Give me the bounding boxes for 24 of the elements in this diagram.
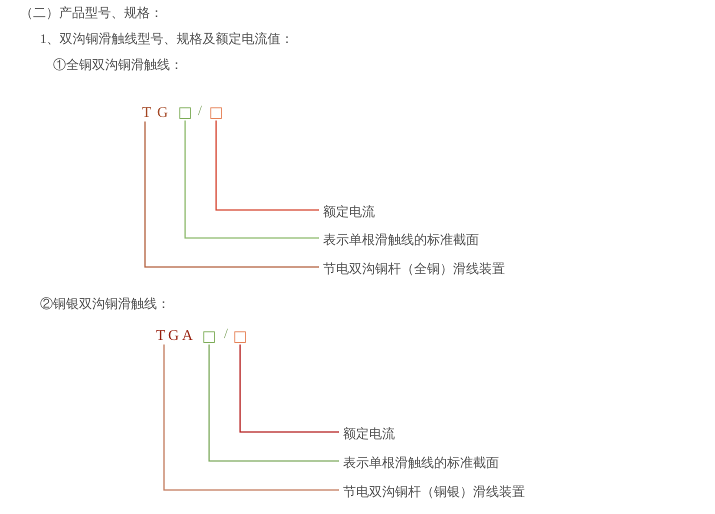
description-label: 表示单根滑触线的标准截面: [323, 232, 479, 246]
model-code: TG: [142, 106, 174, 120]
separator: /: [198, 105, 202, 119]
description-label: 节电双沟铜杆（全铜）滑线装置: [323, 262, 505, 274]
section-heading: （二）产品型号、规格：: [20, 6, 163, 18]
leader-line: [184, 120, 319, 239]
placeholder-symbol: □: [178, 104, 192, 120]
leader-line: [208, 344, 339, 462]
description-label: 表示单根滑触线的标准截面: [343, 456, 499, 468]
subheading: ②铜银双沟铜滑触线：: [40, 296, 170, 310]
subheading: 1、双沟铜滑触线型号、规格及额定电流值：: [40, 32, 294, 44]
leader-line: [239, 344, 339, 433]
placeholder-symbol: □: [202, 328, 216, 344]
placeholder-symbol: □: [233, 328, 248, 344]
description-label: 额定电流: [323, 204, 375, 218]
placeholder-symbol: □: [209, 104, 224, 120]
subheading: ①全铜双沟铜滑触线：: [53, 58, 183, 70]
leader-line: [144, 122, 319, 268]
model-code: TGA: [156, 328, 196, 344]
leader-line: [215, 120, 319, 211]
separator: /: [224, 328, 228, 342]
leader-line: [163, 344, 339, 491]
description-label: 额定电流: [343, 426, 395, 440]
description-label: 节电双沟铜杆（铜银）滑线装置: [343, 484, 525, 498]
